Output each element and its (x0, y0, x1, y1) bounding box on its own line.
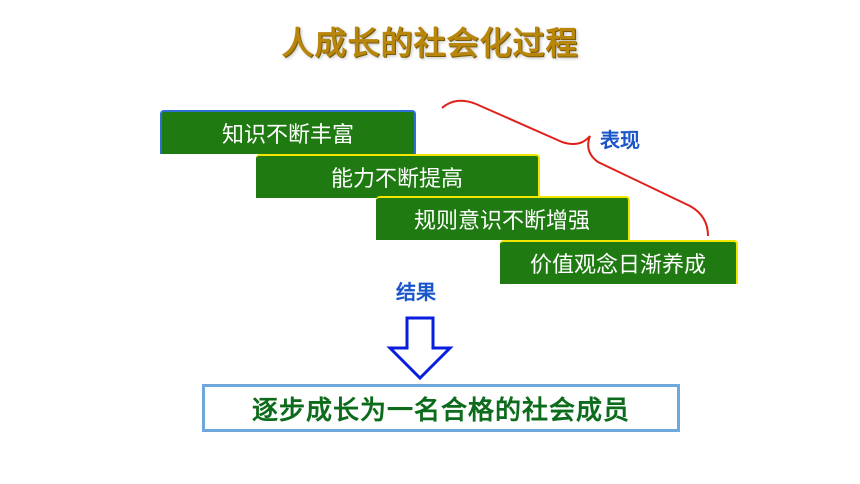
curly-brace-icon (441, 99, 709, 237)
label-manifestation: 表现 (600, 128, 640, 152)
step-knowledge: 知识不断丰富 (160, 110, 416, 154)
down-arrow-icon (386, 316, 454, 381)
step-rules-awareness: 规则意识不断增强 (376, 196, 630, 240)
step-ability: 能力不断提高 (256, 154, 540, 198)
diagram-title: 人成长的社会化过程 (281, 24, 579, 62)
result-box: 逐步成长为一名合格的社会成员 (202, 384, 680, 432)
step-values: 价值观念日渐养成 (500, 240, 738, 284)
label-result: 结果 (396, 280, 436, 304)
